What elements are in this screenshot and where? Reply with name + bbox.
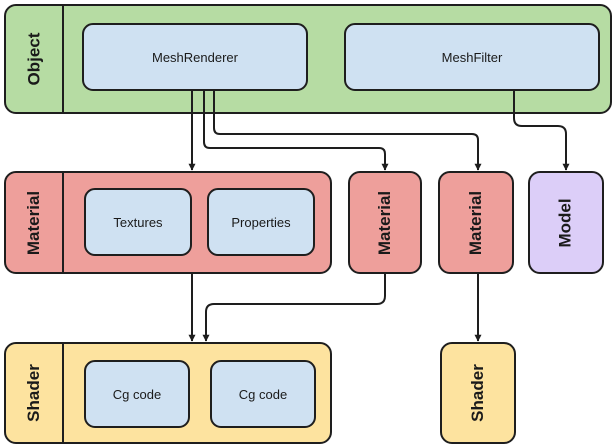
properties-label: Properties: [231, 214, 291, 230]
meshrenderer-component: MeshRenderer: [82, 23, 308, 91]
properties-component: Properties: [207, 188, 315, 256]
shader-group-2: Shader: [440, 342, 516, 444]
material-group-3: Material: [438, 171, 514, 274]
meshfilter-component: MeshFilter: [344, 23, 600, 91]
shader-main-label: Shader: [6, 344, 64, 442]
model-group: Model: [528, 171, 604, 274]
cg-code-component-2: Cg code: [210, 360, 316, 428]
object-group: Object MeshRenderer MeshFilter: [4, 4, 612, 114]
cg-code-label-1: Cg code: [112, 386, 162, 402]
meshfilter-label: MeshFilter: [441, 49, 503, 65]
material-3-label: Material: [466, 190, 485, 255]
cg-code-label-2: Cg code: [238, 386, 288, 402]
model-label: Model: [555, 197, 575, 248]
arrow-material-2-to-shader: [202, 274, 386, 342]
cg-code-component-1: Cg code: [84, 360, 190, 428]
material-group-2: Material: [348, 171, 422, 274]
material-main-label: Material: [6, 173, 64, 272]
meshrenderer-label: MeshRenderer: [152, 49, 238, 65]
shader-2-label: Shader: [467, 364, 487, 422]
object-label: Object: [6, 6, 64, 112]
textures-label: Textures: [113, 214, 163, 230]
shader-group-main: Shader Cg code Cg code: [4, 342, 332, 444]
material-group-main: Material Textures Properties: [4, 171, 332, 274]
textures-component: Textures: [84, 188, 192, 256]
material-2-label: Material: [375, 190, 394, 255]
